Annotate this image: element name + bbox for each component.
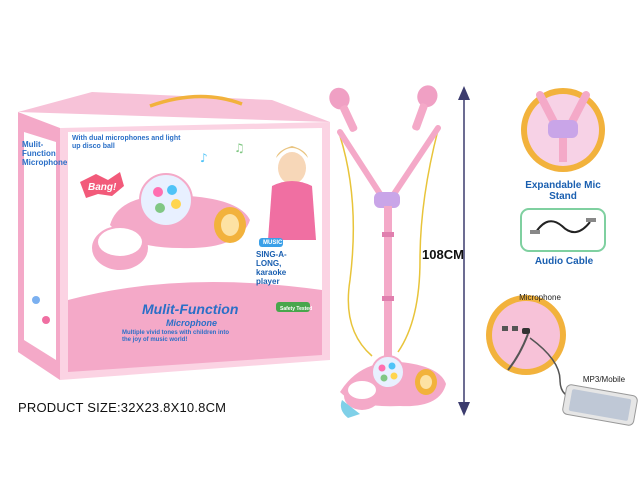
callout-stand-label: Expandable Mic Stand [525,180,601,202]
product-box: ♪ ♫ [18,92,330,380]
box-side-title: Mulit-Function Microphone [22,140,68,167]
box-tagline: With dual microphones and light up disco… [72,135,181,150]
callout-mic-port-image [486,295,566,375]
box-sing-along: SING-A-LONG, karaoke player [256,250,287,286]
callout-microphone-label: Microphone [519,293,561,302]
callout-cable-image [520,208,606,252]
height-arrow [458,86,470,416]
callout-cable-label: Audio Cable [534,256,594,267]
box-bang-text: Bang! [88,182,117,193]
product-size-text: PRODUCT SIZE:32X23.8X10.8CM [18,400,227,415]
microphone-stand [329,85,446,418]
box-title: Mulit-Function [142,301,239,317]
box-music-badge: MUSIC [263,240,283,246]
box-safety-badge: Safety Tested [280,306,313,312]
box-bottom-note: Multiple vivid tones with children into … [122,330,230,343]
callout-mp3-label: MP3/Mobile [582,375,626,384]
callout-stand-image [521,88,605,172]
box-subtitle: Microphone [166,318,217,328]
height-dimension-text: 108CM [422,247,464,262]
svg-text:♪: ♪ [200,151,208,165]
svg-text:♫: ♫ [234,141,245,155]
callout-phone-image [529,337,638,426]
